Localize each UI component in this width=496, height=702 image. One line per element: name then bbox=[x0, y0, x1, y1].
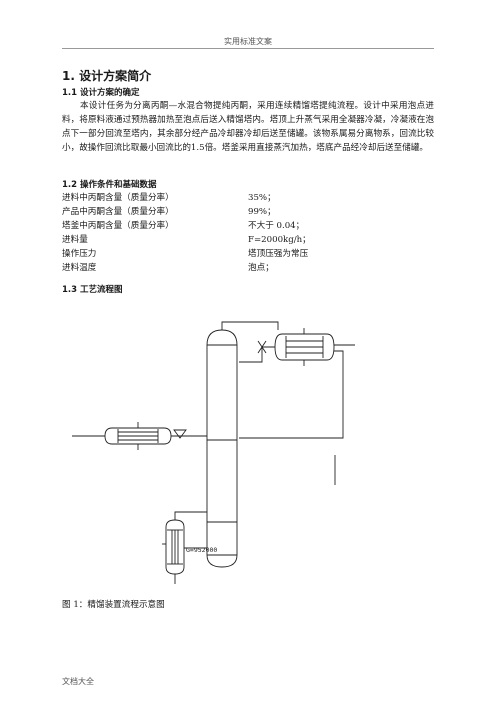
row-value-feed-temperature: 泡点； bbox=[248, 263, 274, 273]
section-1-2-title: 1.2 操作条件和基础数据 bbox=[62, 180, 157, 190]
header-rule bbox=[62, 48, 434, 49]
figure-caption: 图 1：精馏装置流程示意图 bbox=[62, 600, 165, 610]
feed-preheater bbox=[104, 427, 172, 445]
section-1-1-title: 1.1 设计方案的确定 bbox=[62, 88, 140, 98]
distillation-column bbox=[206, 329, 238, 568]
row-label-pressure: 操作压力 bbox=[62, 249, 97, 259]
row-label-product-content: 产品中丙酮含量（质量分率） bbox=[62, 207, 174, 217]
section-1-1-paragraph: 本设计任务为分离丙酮—水混合物提纯丙酮，采用连续精馏塔提纯流程。设计中采用泡点进… bbox=[62, 101, 434, 153]
overhead-vapor-line bbox=[221, 321, 279, 330]
row-label-feed-temperature: 进料温度 bbox=[62, 263, 97, 273]
reflux-line bbox=[239, 346, 275, 363]
row-value-feed-content: 35%； bbox=[248, 193, 276, 203]
distillate-line bbox=[239, 350, 344, 439]
row-value-bottoms-content: 不大于 0.04； bbox=[248, 221, 305, 231]
row-value-feed-rate: F=2000kg/h； bbox=[248, 235, 311, 245]
diagram-flow-label: G=952000 bbox=[186, 546, 217, 554]
row-value-product-content: 99%； bbox=[248, 207, 276, 217]
feed-valve-triangle bbox=[173, 429, 187, 439]
section-1-3-title: 1.3 工艺流程图 bbox=[62, 285, 123, 295]
bottoms-line bbox=[174, 511, 207, 520]
page-header: 实用标准文案 bbox=[224, 37, 272, 46]
row-label-bottoms-content: 塔釜中丙酮含量（质量分率） bbox=[62, 221, 174, 231]
row-label-feed-content: 进料中丙酮含量（质量分率） bbox=[62, 193, 174, 203]
reflux-valve bbox=[257, 340, 267, 354]
row-label-feed-rate: 进料量 bbox=[62, 235, 88, 245]
row-value-pressure: 塔顶压强为常压 bbox=[248, 249, 309, 259]
condenser bbox=[274, 333, 335, 361]
page-footer: 文档大全 bbox=[62, 677, 94, 686]
section-1-title: 1. 设计方案简介 bbox=[62, 69, 152, 83]
reboiler bbox=[165, 519, 185, 575]
